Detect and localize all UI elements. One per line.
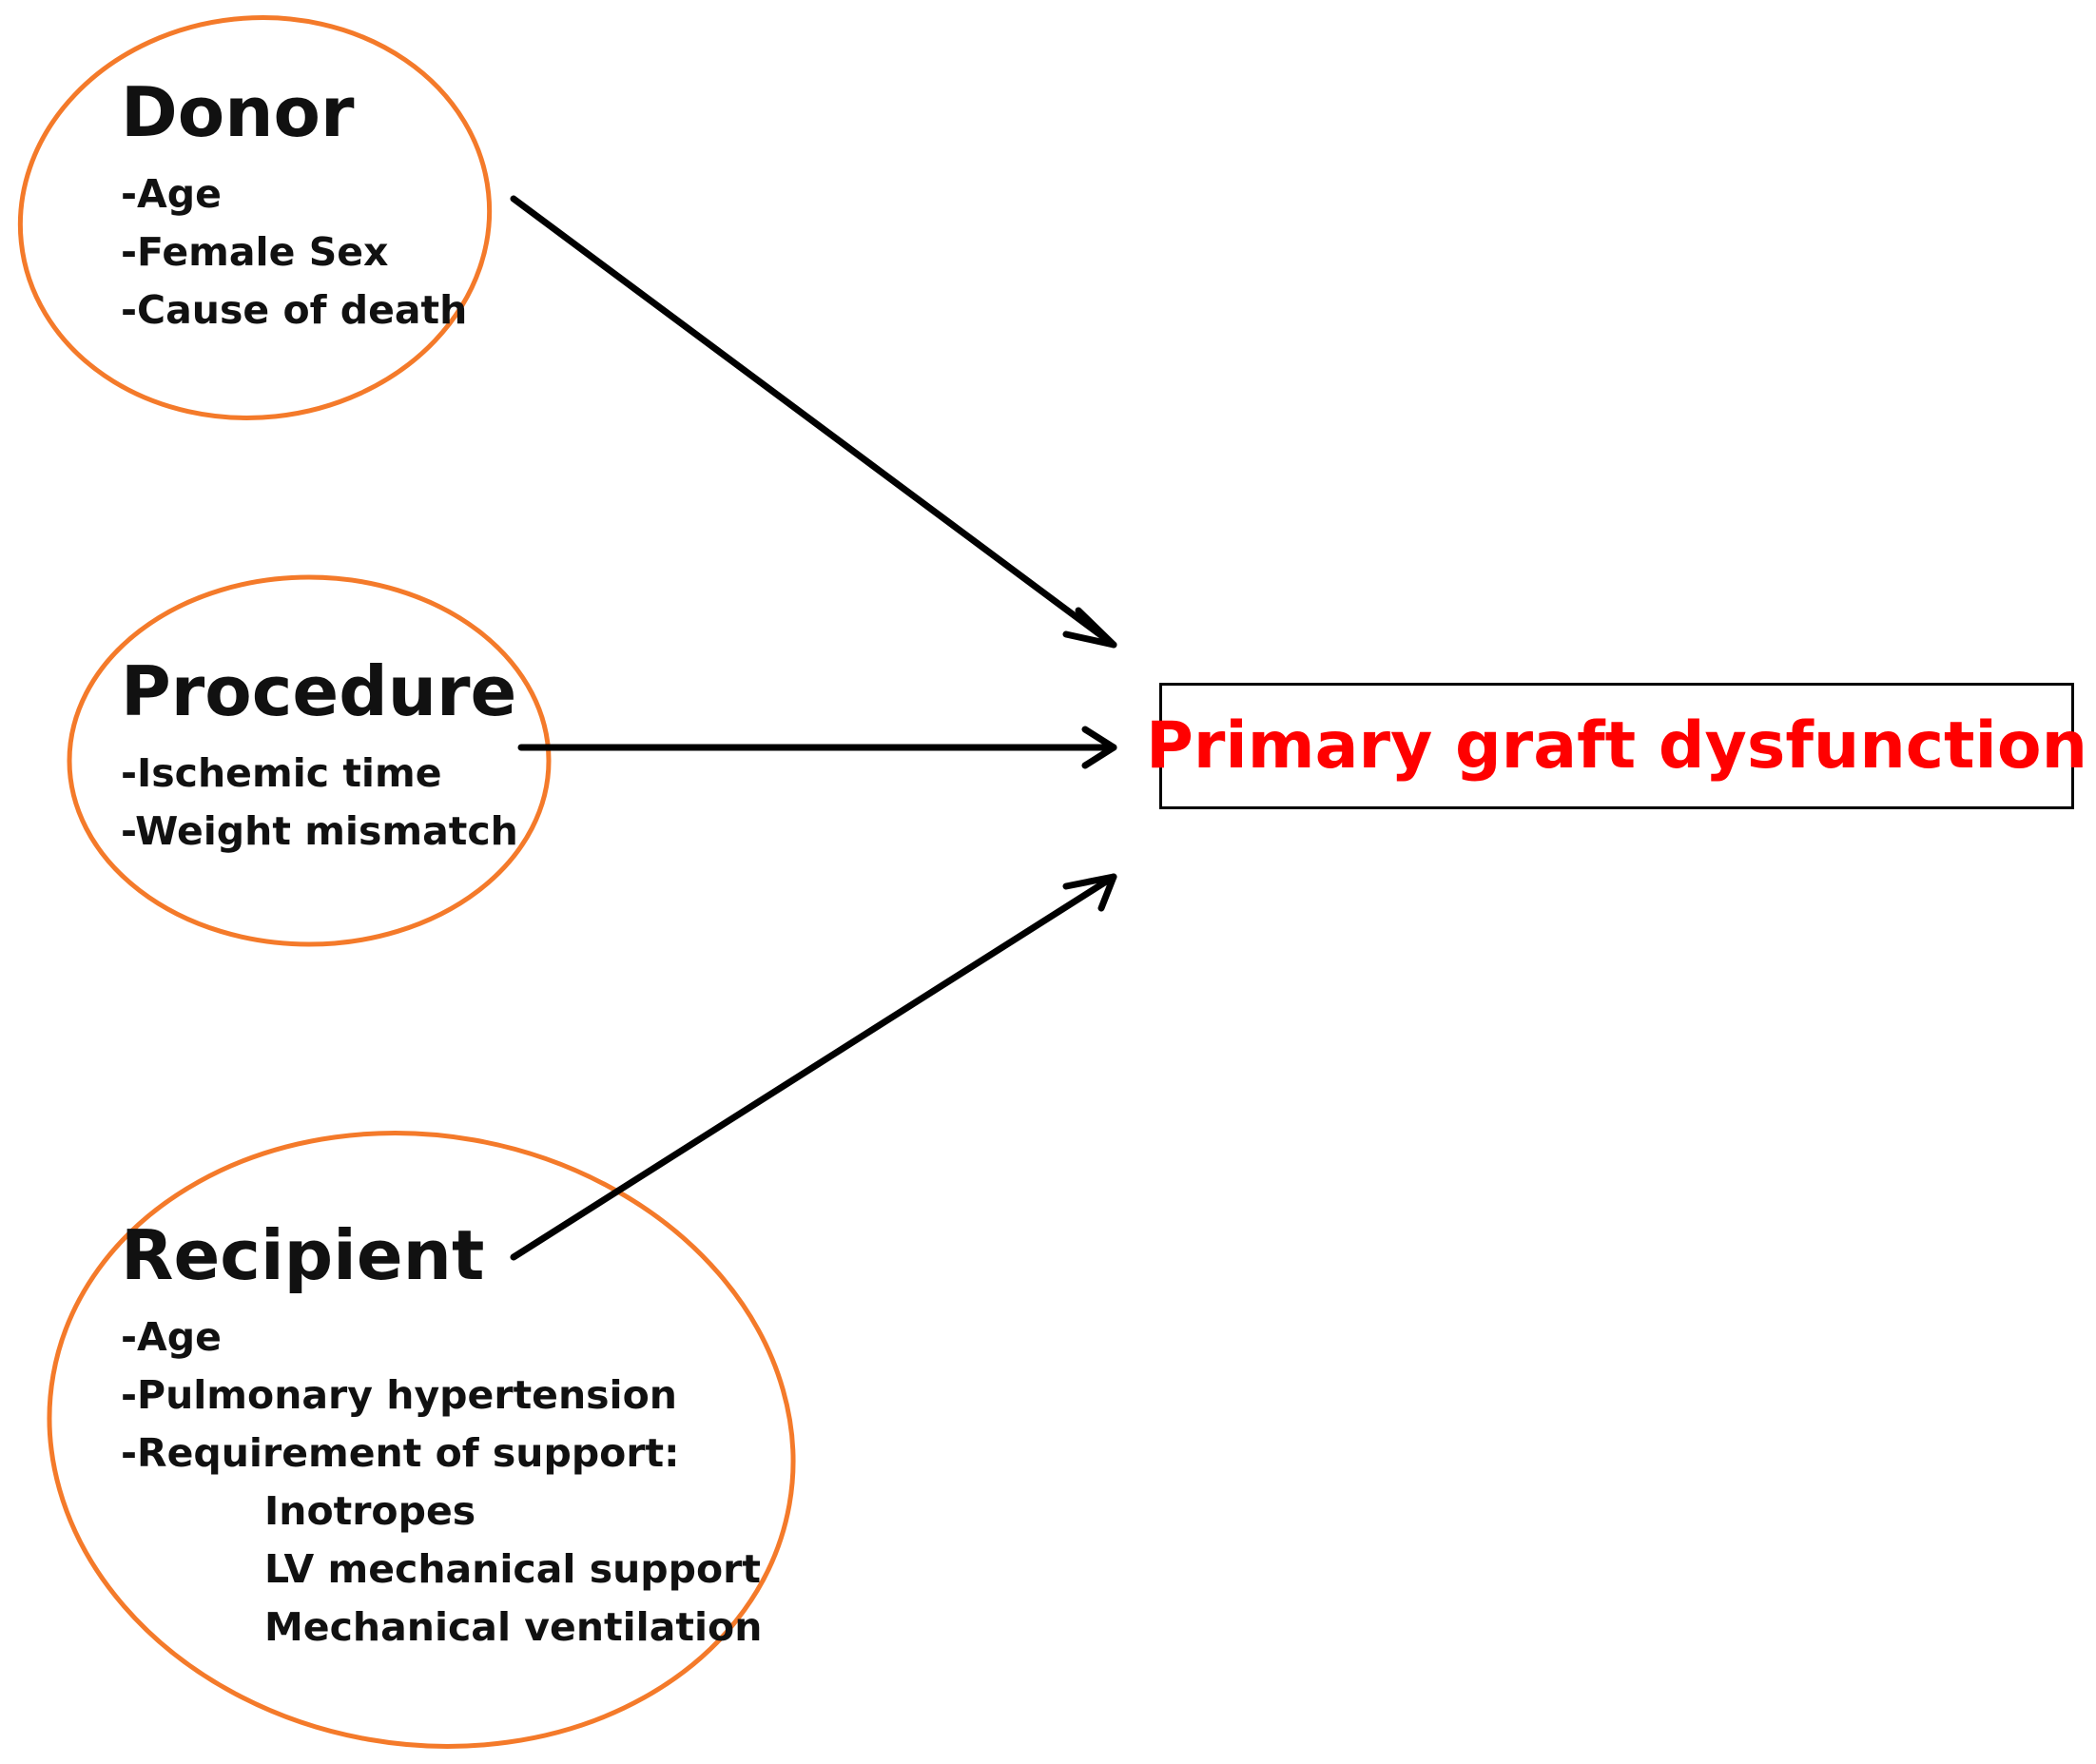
donor-to-outcome-arrow [510,195,1117,649]
procedure-ellipse [67,574,552,947]
recipient-group: Recipient -Age -Pulmonary hypertension -… [121,1221,762,1657]
recipient-arrowhead [1062,873,1117,912]
donor-group: Donor -Age -Female Sex -Cause of death [121,78,467,339]
donor-title: Donor [121,72,355,152]
donor-item-age: -Age [121,171,222,217]
procedure-title: Procedure [121,651,517,731]
procedure-group: Procedure -Ischemic time -Weight mismatc… [121,657,518,861]
recipient-item-age: -Age [121,1314,222,1360]
recipient-to-outcome-arrow [510,873,1117,1261]
procedure-arrowhead [1081,726,1117,769]
recipient-subitem-inotropes: Inotropes [264,1488,476,1534]
donor-item-cause-of-death: -Cause of death [121,287,468,333]
recipient-title: Recipient [121,1215,485,1295]
outcome-label: Primary graft dysfunction [1146,708,2087,784]
recipient-subitem-lv-mechanical-support: LV mechanical support [264,1546,761,1592]
donor-item-female-sex: -Female Sex [121,229,389,275]
recipient-ellipse [47,1131,796,1749]
donor-arrowhead [1062,607,1117,649]
procedure-item-ischemic-time: -Ischemic time [121,750,442,796]
recipient-item-requirement-of-support: -Requirement of support: [121,1430,680,1476]
procedure-item-weight-mismatch: -Weight mismatch [121,808,518,854]
outcome-box: Primary graft dysfunction [1146,683,2087,809]
recipient-subitem-mechanical-ventilation: Mechanical ventilation [264,1604,763,1650]
donor-ellipse [17,15,493,420]
recipient-item-pulmonary-hypertension: -Pulmonary hypertension [121,1372,677,1418]
